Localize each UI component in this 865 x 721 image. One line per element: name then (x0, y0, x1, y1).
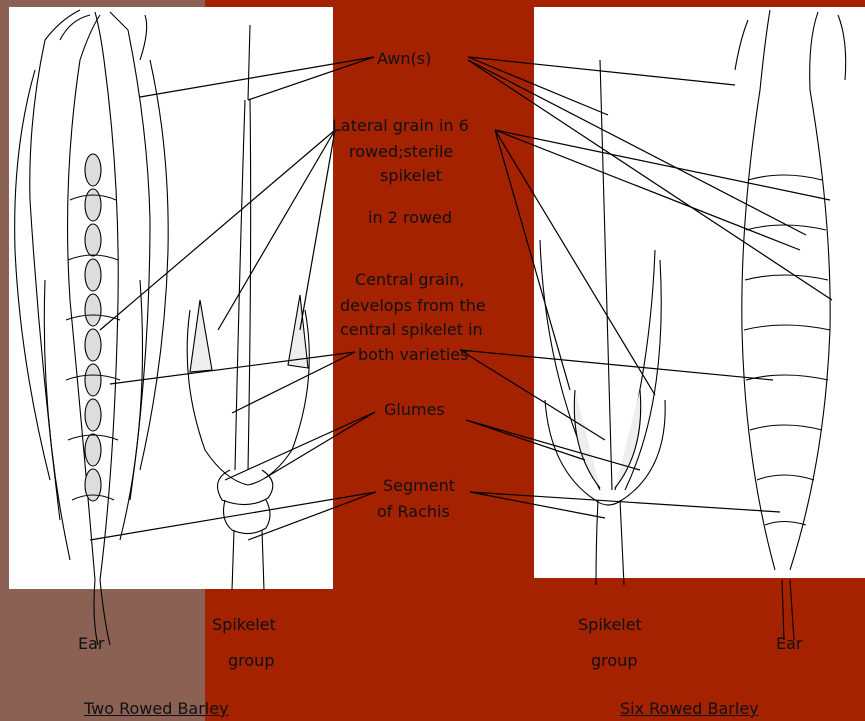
label-central-line-4: both varieties (358, 343, 468, 366)
label-lateral-line-4: in 2 rowed (368, 206, 452, 229)
label-ear-six-rowed: Ear (776, 632, 803, 655)
label-segment-line-2: of Rachis (377, 500, 450, 523)
label-spikelet-two-rowed-line-1: Spikelet (212, 613, 276, 636)
label-lateral-line-2: rowed;sterile (349, 140, 453, 163)
two-rowed-ear-drawing (15, 10, 169, 645)
label-spikelet-two-rowed-line-2: group (228, 649, 274, 672)
label-central-line-2: develops from the (340, 294, 486, 317)
label-awns: Awn(s) (377, 47, 431, 70)
label-lateral-line-3: spikelet (380, 164, 442, 187)
label-lateral-line-1: Lateral grain in 6 (332, 114, 469, 137)
label-central-line-1: Central grain, (355, 268, 465, 291)
label-spikelet-six-rowed-line-1: Spikelet (578, 613, 642, 636)
six-rowed-spikelet-drawing (540, 60, 665, 585)
label-glumes: Glumes (384, 398, 445, 421)
label-central-line-3: central spikelet in (340, 318, 483, 341)
label-segment-line-1: Segment (383, 474, 455, 497)
two-rowed-spikelet-drawing (187, 25, 309, 590)
six-rowed-ear-drawing (735, 10, 846, 640)
caption-two-rowed-barley: Two Rowed Barley (84, 698, 229, 720)
label-spikelet-six-rowed-line-2: group (591, 649, 637, 672)
label-ear-two-rowed: Ear (78, 632, 105, 655)
caption-six-rowed-barley: Six Rowed Barley (620, 698, 759, 720)
